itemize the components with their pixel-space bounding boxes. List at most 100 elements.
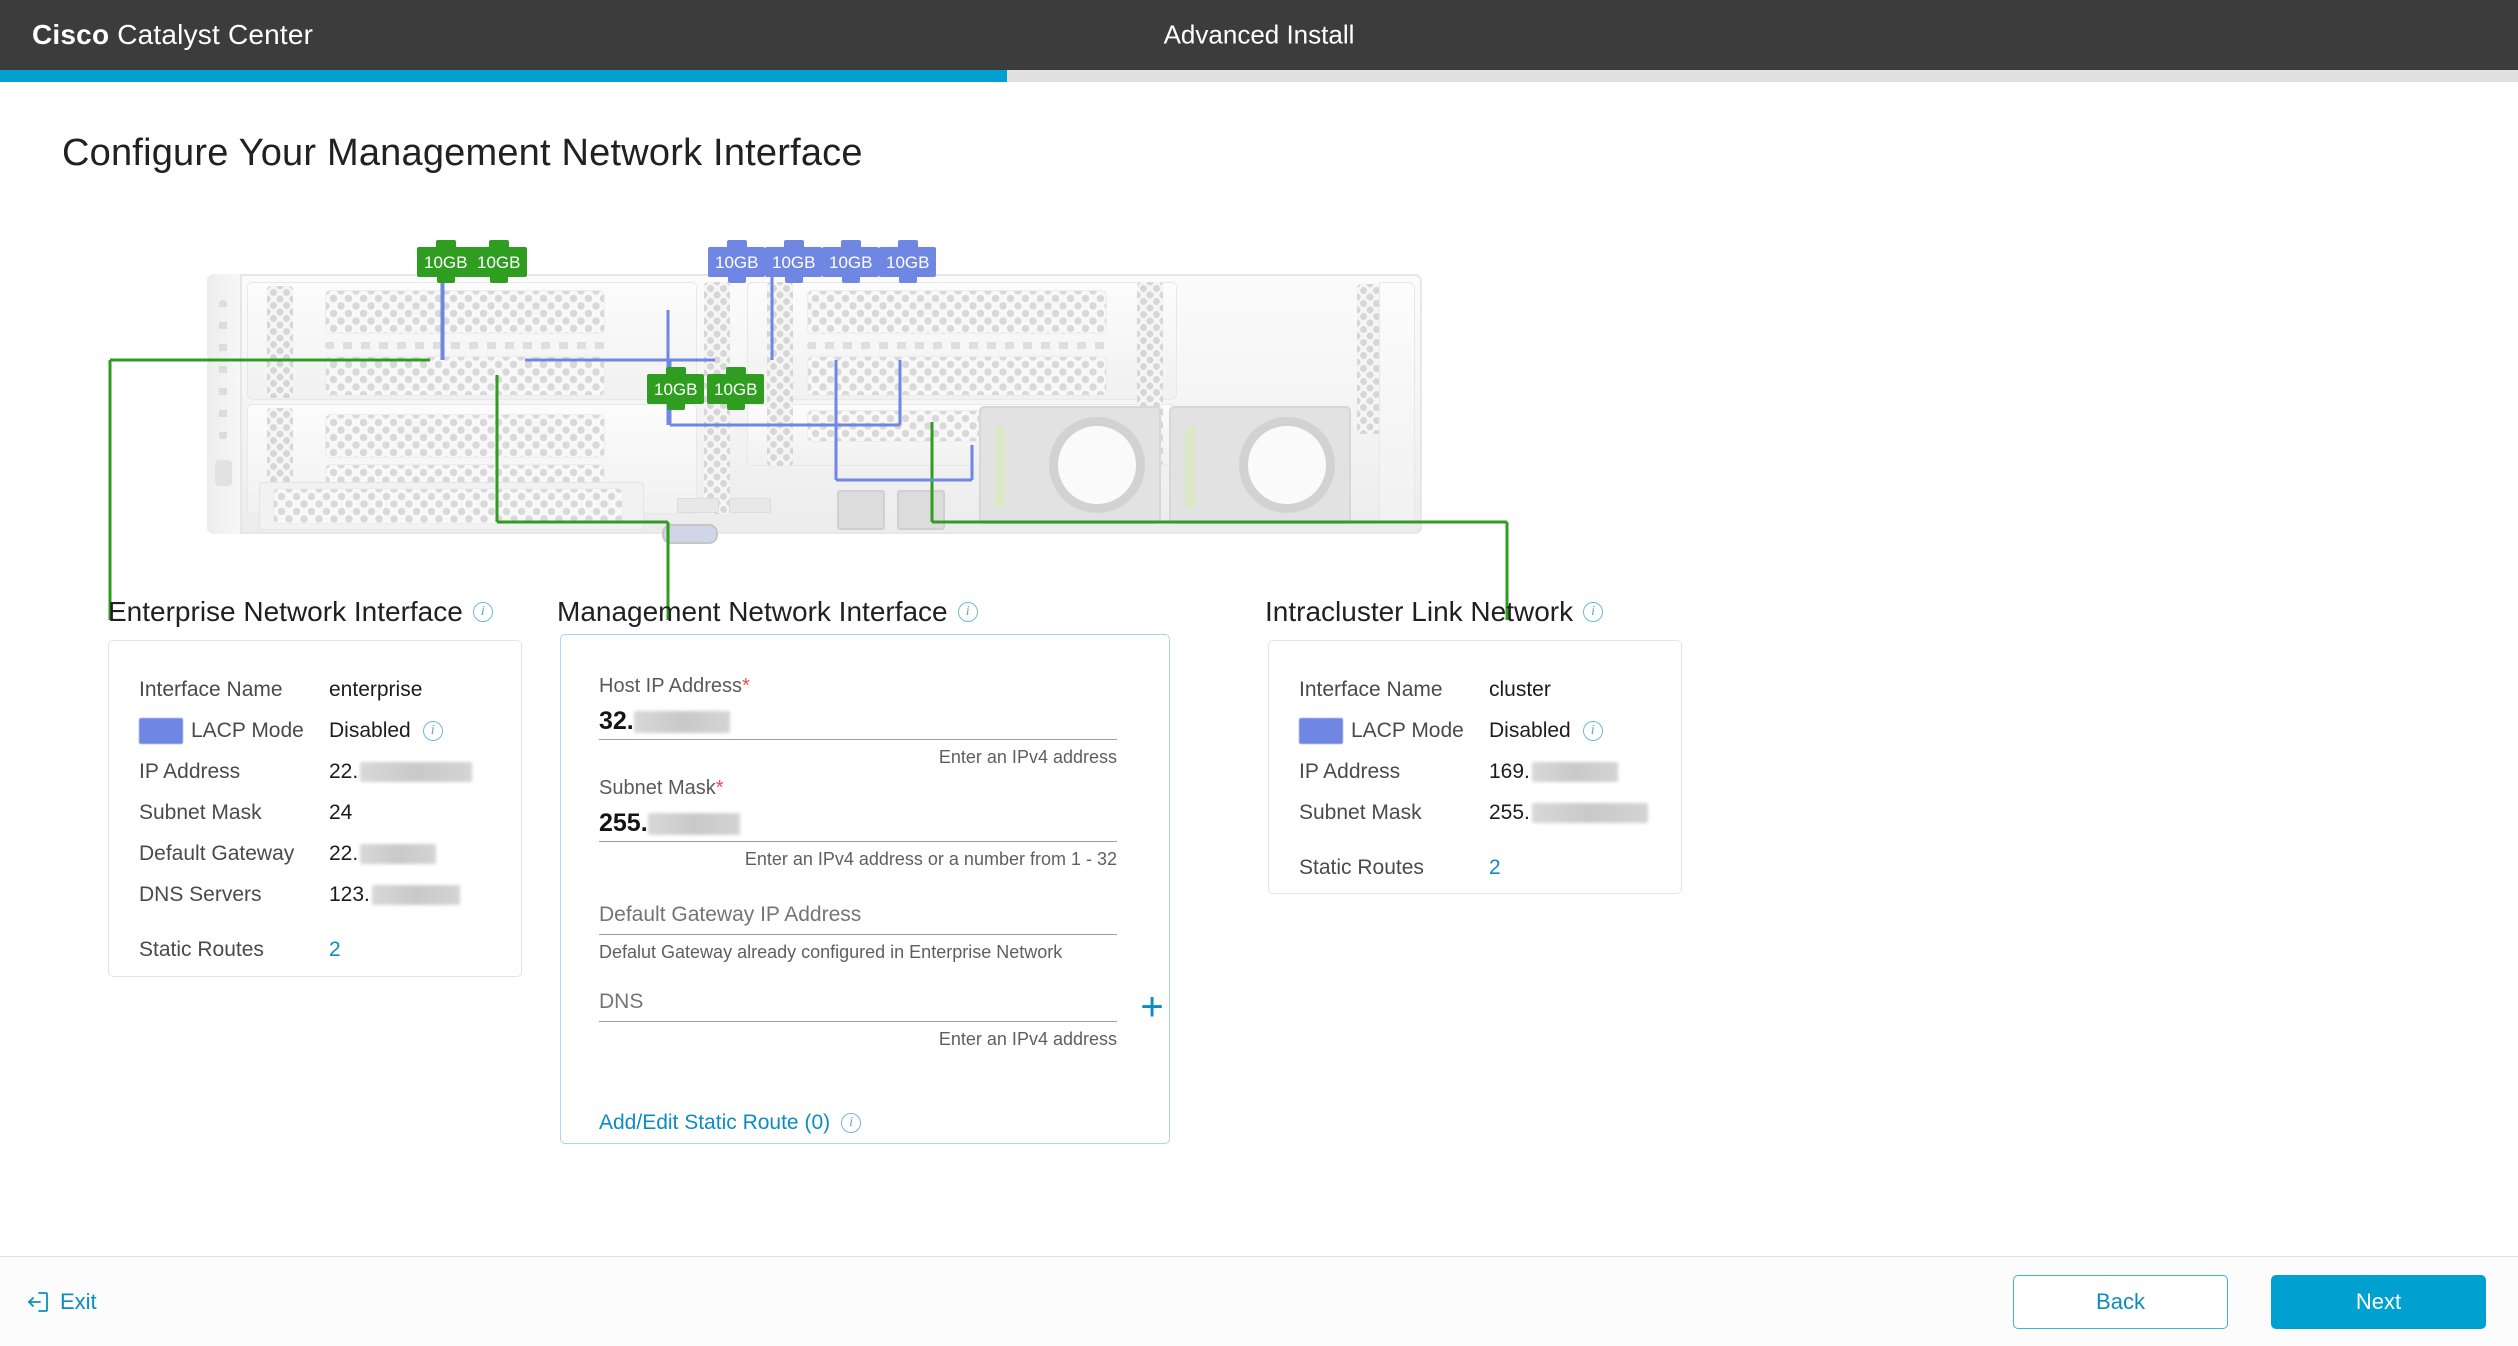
enterprise-key-interface-name: Interface Name xyxy=(139,677,283,701)
default-gateway-help: Defalut Gateway already configured in En… xyxy=(599,942,1063,962)
intracluster-static-routes-count[interactable]: 2 xyxy=(1489,855,1501,879)
enterprise-key-static-routes: Static Routes xyxy=(139,937,264,961)
enterprise-key-dns-servers: DNS Servers xyxy=(139,882,262,906)
exit-button-label: Exit xyxy=(60,1288,97,1314)
add-edit-static-route-link[interactable]: Add/Edit Static Route (0) i xyxy=(599,1111,862,1135)
wizard-progress-fill xyxy=(0,70,1008,82)
enterprise-default-gateway-value: 22. xyxy=(329,841,359,865)
list-spacer xyxy=(1299,833,1648,847)
enterprise-row-static-routes: Static Routes 2 xyxy=(139,929,472,970)
enterprise-section-heading: Enterprise Network Interface i xyxy=(108,596,493,628)
intracluster-subnet-mask-value: 255. xyxy=(1489,800,1530,824)
host-ip-address-input[interactable]: 32. xyxy=(599,704,1117,740)
host-ip-address-help: Enter an IPv4 address xyxy=(938,747,1117,767)
brand-name-bold: Cisco xyxy=(32,19,110,50)
info-icon[interactable]: i xyxy=(841,1113,862,1133)
info-icon[interactable]: i xyxy=(957,602,978,622)
host-ip-address-field: Host IP Address* 32. Enter an IPv4 addre… xyxy=(599,675,1117,769)
dns-help: Enter an IPv4 address xyxy=(938,1029,1117,1049)
redacted-ip-block xyxy=(633,710,730,733)
enterprise-key-subnet-mask: Subnet Mask xyxy=(139,800,262,824)
enterprise-key-lacp-mode: LACP Mode xyxy=(139,717,329,744)
back-button-label: Back xyxy=(2096,1288,2145,1314)
enterprise-row-interface-name: Interface Name enterprise xyxy=(139,669,472,710)
intracluster-key-interface-name: Interface Name xyxy=(1299,677,1443,701)
port-badge-intracluster[interactable]: 10GB xyxy=(707,374,765,404)
intracluster-value-ip-address: 169. xyxy=(1489,760,1618,784)
exit-icon xyxy=(28,1291,48,1312)
next-button[interactable]: Next xyxy=(2271,1274,2486,1329)
port-badge-blue-3[interactable]: 10GB xyxy=(822,247,880,277)
intracluster-ip-address-value: 169. xyxy=(1489,759,1530,783)
enterprise-detail-list: Interface Name enterprise LACP Mode Disa… xyxy=(139,669,473,970)
port-badge-enterprise-1[interactable]: 10GB xyxy=(417,247,475,277)
info-icon[interactable]: i xyxy=(472,602,493,622)
back-button[interactable]: Back xyxy=(2013,1274,2228,1329)
intracluster-value-subnet-mask: 255. xyxy=(1489,801,1648,825)
subnet-mask-label: Subnet Mask* xyxy=(599,777,724,799)
footer-divider xyxy=(0,1256,2518,1257)
host-ip-address-label: Host IP Address* xyxy=(599,675,750,697)
intracluster-key-ip-address: IP Address xyxy=(1299,759,1401,783)
intracluster-key-lacp-mode-text: LACP Mode xyxy=(1351,718,1464,742)
default-gateway-field: Defalut Gateway already configured in En… xyxy=(599,899,1117,964)
redacted-label-block xyxy=(1299,717,1343,744)
intracluster-key-static-routes: Static Routes xyxy=(1299,855,1424,879)
redacted-label-block xyxy=(139,717,183,744)
plus-icon[interactable]: + xyxy=(1140,985,1164,1029)
default-gateway-input[interactable] xyxy=(599,899,1117,935)
wizard-progress-bar xyxy=(0,70,2518,82)
intracluster-lacp-mode-value: Disabled xyxy=(1489,718,1571,742)
redacted-ip-block xyxy=(360,761,473,782)
enterprise-value-lacp-mode: Disabled i xyxy=(329,719,443,743)
enterprise-row-default-gateway: Default Gateway 22. xyxy=(139,833,472,874)
enterprise-static-routes-count[interactable]: 2 xyxy=(329,937,341,961)
add-edit-static-route-label: Add/Edit Static Route (0) xyxy=(599,1111,831,1134)
enterprise-value-dns-servers: 123. xyxy=(329,883,460,907)
required-marker: * xyxy=(715,777,724,799)
intracluster-row-subnet-mask: Subnet Mask 255. xyxy=(1299,792,1648,833)
list-spacer xyxy=(139,915,472,929)
info-icon[interactable]: i xyxy=(1583,602,1604,622)
next-button-label: Next xyxy=(2355,1288,2402,1314)
intracluster-value-interface-name: cluster xyxy=(1489,677,1551,701)
enterprise-network-card: Interface Name enterprise LACP Mode Disa… xyxy=(108,640,522,977)
host-ip-address-value: 32. xyxy=(599,707,634,735)
enterprise-key-ip-address: IP Address xyxy=(139,759,241,783)
enterprise-row-subnet-mask: Subnet Mask 24 xyxy=(139,792,472,833)
subnet-mask-help: Enter an IPv4 address or a number from 1… xyxy=(744,849,1117,869)
redacted-mask-block xyxy=(647,812,740,835)
enterprise-ip-address-value: 22. xyxy=(329,759,359,783)
intracluster-network-card: Interface Name cluster LACP Mode Disable… xyxy=(1268,640,1682,894)
redacted-mask-block xyxy=(1531,802,1648,823)
port-badge-blue-1[interactable]: 10GB xyxy=(708,247,766,277)
enterprise-heading-text: Enterprise Network Interface xyxy=(108,596,463,627)
enterprise-value-subnet-mask: 24 xyxy=(329,800,353,824)
management-heading-text: Management Network Interface xyxy=(557,596,948,627)
enterprise-value-default-gateway: 22. xyxy=(329,841,437,866)
dns-field: + Enter an IPv4 address xyxy=(599,986,1164,1051)
intracluster-key-lacp-mode: LACP Mode xyxy=(1299,717,1489,744)
intracluster-section-heading: Intracluster Link Network i xyxy=(1265,596,1604,628)
brand-name-rest: Catalyst Center xyxy=(117,19,314,50)
subnet-mask-input[interactable]: 255. xyxy=(599,806,1117,842)
port-badge-enterprise-2[interactable]: 10GB xyxy=(470,247,528,277)
intracluster-heading-text: Intracluster Link Network xyxy=(1265,596,1574,627)
dns-input[interactable] xyxy=(599,986,1117,1022)
info-icon[interactable]: i xyxy=(422,720,443,741)
port-badge-blue-2[interactable]: 10GB xyxy=(765,247,823,277)
info-icon[interactable]: i xyxy=(1582,720,1603,741)
port-badge-management[interactable]: 10GB xyxy=(647,374,705,404)
port-badge-blue-4[interactable]: 10GB xyxy=(879,247,937,277)
intracluster-detail-list: Interface Name cluster LACP Mode Disable… xyxy=(1299,669,1648,888)
subnet-mask-field: Subnet Mask* 255. Enter an IPv4 address … xyxy=(599,777,1117,871)
exit-button[interactable]: Exit xyxy=(16,1281,107,1323)
enterprise-dns-servers-value: 123. xyxy=(329,882,370,906)
intracluster-key-subnet-mask: Subnet Mask xyxy=(1299,800,1422,824)
subnet-mask-value: 255. xyxy=(599,809,648,837)
management-network-card: Host IP Address* 32. Enter an IPv4 addre… xyxy=(560,634,1170,1144)
page-title: Configure Your Management Network Interf… xyxy=(62,132,863,174)
enterprise-lacp-mode-value: Disabled xyxy=(329,718,411,742)
intracluster-row-static-routes: Static Routes 2 xyxy=(1299,847,1648,888)
intracluster-row-lacp-mode: LACP Mode Disabled i xyxy=(1299,710,1648,751)
